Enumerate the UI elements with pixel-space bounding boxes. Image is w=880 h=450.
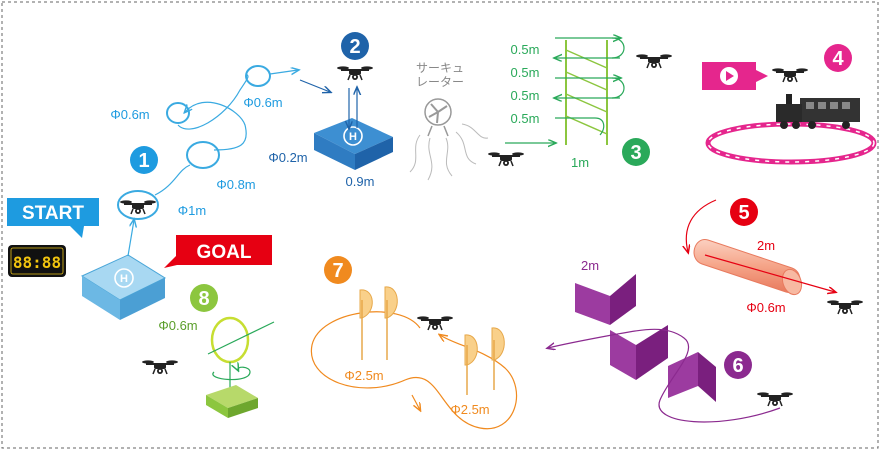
- svg-text:0.5m: 0.5m: [511, 111, 540, 126]
- hoop-0-8m: [186, 141, 220, 169]
- hoop-0-6m-a: [166, 102, 190, 124]
- svg-text:8: 8: [198, 288, 209, 310]
- station-7: 7 Φ2.5m Φ2.5m: [310, 256, 518, 430]
- station-4-badge: [824, 44, 852, 72]
- svg-text:88:88: 88:88: [13, 253, 61, 272]
- svg-text:3: 3: [630, 142, 641, 164]
- svg-text:Φ1m: Φ1m: [178, 203, 206, 218]
- svg-text:4: 4: [832, 48, 844, 70]
- station-6-badge: [724, 351, 752, 379]
- svg-text:0.5m: 0.5m: [511, 65, 540, 80]
- station-1: 1 Φ0.6m Φ0.6m Φ0.8m Φ1m: [110, 65, 330, 257]
- svg-text:7: 7: [332, 260, 343, 282]
- goal-label: GOAL: [164, 235, 272, 268]
- svg-text:1m: 1m: [571, 155, 589, 170]
- station-7-badge: [324, 256, 352, 284]
- svg-text:START: START: [22, 203, 84, 224]
- station-1-badge: [130, 146, 158, 174]
- hoop-1m: [117, 190, 159, 220]
- svg-text:0.9m: 0.9m: [346, 174, 375, 189]
- drone-icon: [771, 67, 809, 83]
- svg-text:Φ0.6m: Φ0.6m: [243, 95, 282, 110]
- svg-text:5: 5: [738, 202, 749, 224]
- station-2: 2 H Φ0.2m 0.9m: [268, 32, 393, 189]
- svg-text:1: 1: [138, 150, 149, 172]
- start-helipad: H: [80, 254, 167, 320]
- drone-icon: [635, 53, 673, 69]
- svg-text:Φ0.6m: Φ0.6m: [746, 300, 785, 315]
- svg-text:0.5m: 0.5m: [511, 42, 540, 57]
- svg-text:Φ2.5m: Φ2.5m: [344, 368, 383, 383]
- svg-text:Φ0.6m: Φ0.6m: [158, 318, 197, 333]
- station-8: 8 Φ0.6m: [158, 284, 275, 418]
- timer-display: 88:88: [8, 245, 66, 277]
- start-label: START: [7, 198, 99, 238]
- station-2-badge: [341, 32, 369, 60]
- svg-text:6: 6: [732, 355, 743, 377]
- svg-text:GOAL: GOAL: [197, 242, 252, 263]
- drone-icon: [336, 65, 374, 81]
- svg-text:Φ0.8m: Φ0.8m: [216, 177, 255, 192]
- station-5-badge: [730, 198, 758, 226]
- svg-text:0.5m: 0.5m: [511, 88, 540, 103]
- drone-icon: [416, 315, 454, 331]
- drone-icon: [826, 299, 864, 315]
- station-4: 4: [702, 44, 877, 165]
- station-3: 0.5m 0.5m 0.5m 0.5m 1m 3: [505, 38, 650, 170]
- svg-text:H: H: [120, 273, 128, 285]
- station-6: 2m 6: [548, 258, 781, 423]
- video-play-icon[interactable]: [702, 62, 768, 90]
- train-icon: [776, 94, 860, 129]
- hoop-0-6m-b: [245, 65, 271, 87]
- svg-text:Φ0.6m: Φ0.6m: [110, 107, 149, 122]
- station-8-badge: [190, 284, 218, 312]
- station-5: 5 2m Φ0.6m: [686, 198, 835, 315]
- svg-text:2m: 2m: [581, 258, 599, 273]
- circulator-fan: サーキュレーター: [409, 61, 489, 181]
- svg-text:2: 2: [349, 36, 360, 58]
- drone-icon: [141, 359, 179, 375]
- station-3-badge: [622, 138, 650, 166]
- drone-icon: [119, 199, 157, 215]
- svg-text:H: H: [349, 131, 357, 143]
- svg-text:Φ2.5m: Φ2.5m: [450, 402, 489, 417]
- svg-text:2m: 2m: [757, 238, 775, 253]
- drone-icon: [756, 391, 794, 407]
- svg-text:サーキュレーター: サーキュレーター: [416, 61, 464, 89]
- svg-text:Φ0.2m: Φ0.2m: [268, 150, 307, 165]
- drone-icon: [487, 151, 525, 167]
